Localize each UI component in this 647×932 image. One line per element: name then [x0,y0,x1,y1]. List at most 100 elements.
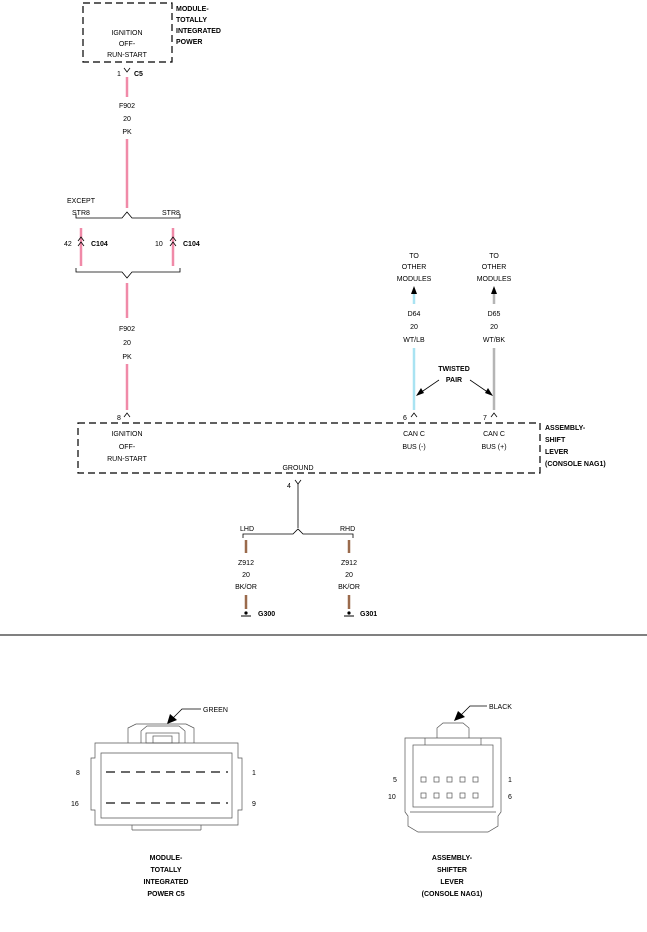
tipm-module-outline [82,2,173,63]
shifter-module-name-4: (CONSOLE NAG1) [545,461,606,468]
tipm-module-name-4: POWER [176,39,202,46]
wire-d65: TO OTHER MODULES D65 20 WT/BK 7 [477,253,512,422]
wire-d64-arrow-icon [411,286,417,294]
tipm-pin-number: 1 [117,71,121,78]
tipm-connector-id: C5 [134,71,143,78]
shifter-conn-pin-grid [420,776,479,799]
tipm-module-name-3: INTEGRATED [176,28,221,35]
wire-d64-gauge: 20 [410,324,418,331]
twisted-pair-callout: TWISTED PAIR [416,366,493,396]
connector-view-shifter: BLACK 5 1 10 6 [388,704,512,898]
shifter-conn-pin-1: 1 [508,777,512,784]
shifter-pin-7-label-1: CAN C [483,431,505,438]
shifter-module-name-2: SHIFT [545,437,566,444]
wire-d64-color: WT/LB [403,337,425,344]
ground-pin-symbol [294,479,302,485]
tipm-c5-caption-1: MODULE- [150,855,183,862]
shifter-conn-color-label: BLACK [489,704,512,711]
wire-z912-rhd-color: BK/OR [338,584,360,591]
tipm-module-name-1: MODULE- [176,6,209,13]
variant-brace-top [75,211,181,219]
c104-right-symbol [169,236,177,247]
tipm-c5-pin-16: 16 [71,801,79,808]
ground-rhd-label: RHD [340,526,355,533]
shifter-ground-label: GROUND [282,465,313,472]
tipm-pin-label-2: OFF- [119,41,136,48]
wire-f902-lower: F902 20 PK 8 [117,283,135,422]
shifter-pin-6-number: 6 [403,415,407,422]
c104-right: 10 C104 [155,228,200,266]
wire-f902-lower-color: PK [122,354,132,361]
shifter-module: ASSEMBLY- SHIFT LEVER (CONSOLE NAG1) IGN… [77,422,606,474]
wire-d64-dest-1: TO [409,253,419,260]
wire-d65-dest-1: TO [489,253,499,260]
tipm-c5-arrow-icon [167,714,177,724]
ground-g300-label: G300 [258,611,275,618]
connector-view-tipm-c5: GREEN 8 1 16 9 MODULE- TOTALLY INTEGRATE… [71,707,256,898]
tipm-c5-color-label: GREEN [203,707,228,714]
wire-d65-dest-2: OTHER [482,264,507,271]
shifter-pin-8-symbol [123,412,131,418]
shifter-pin-7-label-2: BUS (+) [481,444,506,451]
tipm-c5-pin-9: 9 [252,801,256,808]
wire-z912-lhd-circuit: Z912 [238,560,254,567]
tipm-pin-label-1: IGNITION [111,30,142,37]
shifter-module-name-1: ASSEMBLY- [545,425,586,432]
tipm-module: MODULE- TOTALLY INTEGRATED POWER IGNITIO… [82,2,221,78]
ground-brace [242,528,354,538]
shifter-module-outline [77,422,541,474]
twisted-pair-label-2: PAIR [446,377,462,384]
c104-right-connector: C104 [183,241,200,248]
c104-left: 42 C104 [64,228,108,266]
c104-left-pin: 42 [64,241,72,248]
shifter-conn-caption-2: SHIFTER [437,867,467,874]
shifter-conn-drawing [404,722,502,833]
wire-f902-upper-color: PK [122,129,132,136]
wire-d65-color: WT/BK [483,337,505,344]
variant-left-header-1: EXCEPT [67,198,96,205]
wire-d64: TO OTHER MODULES D64 20 WT/LB 6 [397,253,432,422]
shifter-conn-arrow-icon [454,711,465,721]
c104-left-connector: C104 [91,241,108,248]
wire-d65-gauge: 20 [490,324,498,331]
tipm-c5-pin-8: 8 [76,770,80,777]
wire-d64-circuit: D64 [408,311,421,318]
shifter-pin-8-number: 8 [117,415,121,422]
wire-d65-arrow-icon [491,286,497,294]
variant-left-header-2: STR8 [72,210,90,217]
shifter-conn-pin-10: 10 [388,794,396,801]
ground-g301-label: G301 [360,611,377,618]
shifter-conn-caption-4: (CONSOLE NAG1) [422,891,483,898]
tipm-c5-caption-4: POWER C5 [147,891,184,898]
variant-brace-bottom [75,268,181,279]
c104-right-pin: 10 [155,241,163,248]
tipm-pin-symbol [123,67,131,73]
tipm-pin-label-3: RUN-START [107,52,148,59]
wire-f902-upper-circuit: F902 [119,103,135,110]
tipm-c5-caption-2: TOTALLY [151,867,182,874]
shifter-conn-caption-3: LEVER [440,879,463,886]
shifter-conn-pin-6: 6 [508,794,512,801]
shifter-pin-7-symbol [490,412,498,418]
wire-z912-lhd-color: BK/OR [235,584,257,591]
twisted-pair-label-1: TWISTED [438,366,470,373]
wire-f902-lower-gauge: 20 [123,340,131,347]
wire-z912-lhd: Z912 20 BK/OR G300 [235,540,275,618]
twisted-pair-arrow-left-icon [416,388,424,396]
shifter-conn-caption-1: ASSEMBLY- [432,855,473,862]
shifter-pin-8-label-3: RUN-START [107,456,148,463]
shifter-pin-8-label-1: IGNITION [111,431,142,438]
tipm-c5-caption-3: INTEGRATED [144,879,189,886]
ground-g301-icon [344,611,354,617]
ground-pin-number: 4 [287,483,291,490]
shifter-conn-leader [460,705,487,716]
shifter-pin-6-symbol [410,412,418,418]
ground-branch: 4 LHD RHD [240,479,355,538]
tipm-module-name-2: TOTALLY [176,17,207,24]
twisted-pair-leader-right [469,379,490,394]
wire-z912-lhd-gauge: 20 [242,572,250,579]
shifter-conn-pin-5: 5 [393,777,397,784]
ground-lhd-label: LHD [240,526,254,533]
shifter-module-name-3: LEVER [545,449,568,456]
